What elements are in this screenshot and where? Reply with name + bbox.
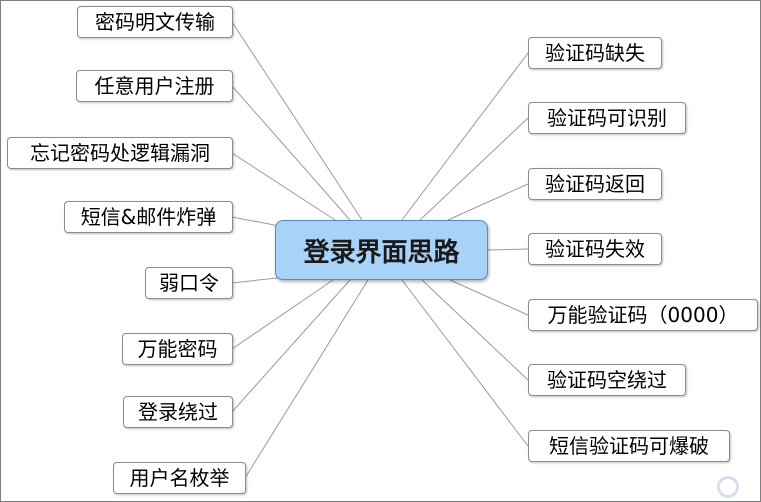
branch-weak-password[interactable]: 弱口令 [145,267,233,299]
connector-line [447,183,529,221]
connector-line [486,248,529,251]
connector-line [401,279,529,447]
branch-captcha-missing[interactable]: 验证码缺失 [528,37,662,69]
branch-captcha-returned[interactable]: 验证码返回 [528,168,662,200]
connector-line [244,279,369,479]
branch-plaintext-password[interactable]: 密码明文传输 [77,6,233,38]
watermark-logo [717,476,739,498]
watermark-circle-icon [717,476,739,498]
connector-line [449,279,529,316]
branch-captcha-recognizable[interactable]: 验证码可识别 [528,102,686,134]
branch-universal-captcha[interactable]: 万能验证码（0000） [528,299,758,331]
branch-sms-email-bomb[interactable]: 短信&邮件炸弹 [64,201,233,233]
branch-captcha-invalid[interactable]: 验证码失效 [528,233,662,265]
connector-line [231,85,351,221]
branch-captcha-empty-bypass[interactable]: 验证码空绕过 [528,364,686,396]
connector-line [419,117,529,221]
branch-arbitrary-registration[interactable]: 任意用户注册 [76,70,233,102]
branch-forgot-password-logic[interactable]: 忘记密码处逻辑漏洞 [7,137,233,169]
connector-line [421,279,529,381]
connector-line [231,152,336,221]
connector-line [231,21,363,221]
branch-sms-captcha-bruteforce[interactable]: 短信验证码可爆破 [528,430,730,462]
connector-line [231,279,334,350]
branch-username-enumeration[interactable]: 用户名枚举 [113,462,246,494]
central-topic[interactable]: 登录界面思路 [275,220,488,280]
branch-login-bypass[interactable]: 登录绕过 [123,396,233,428]
connector-line [231,279,351,413]
branch-universal-password[interactable]: 万能密码 [122,333,233,365]
connector-line [401,52,529,221]
